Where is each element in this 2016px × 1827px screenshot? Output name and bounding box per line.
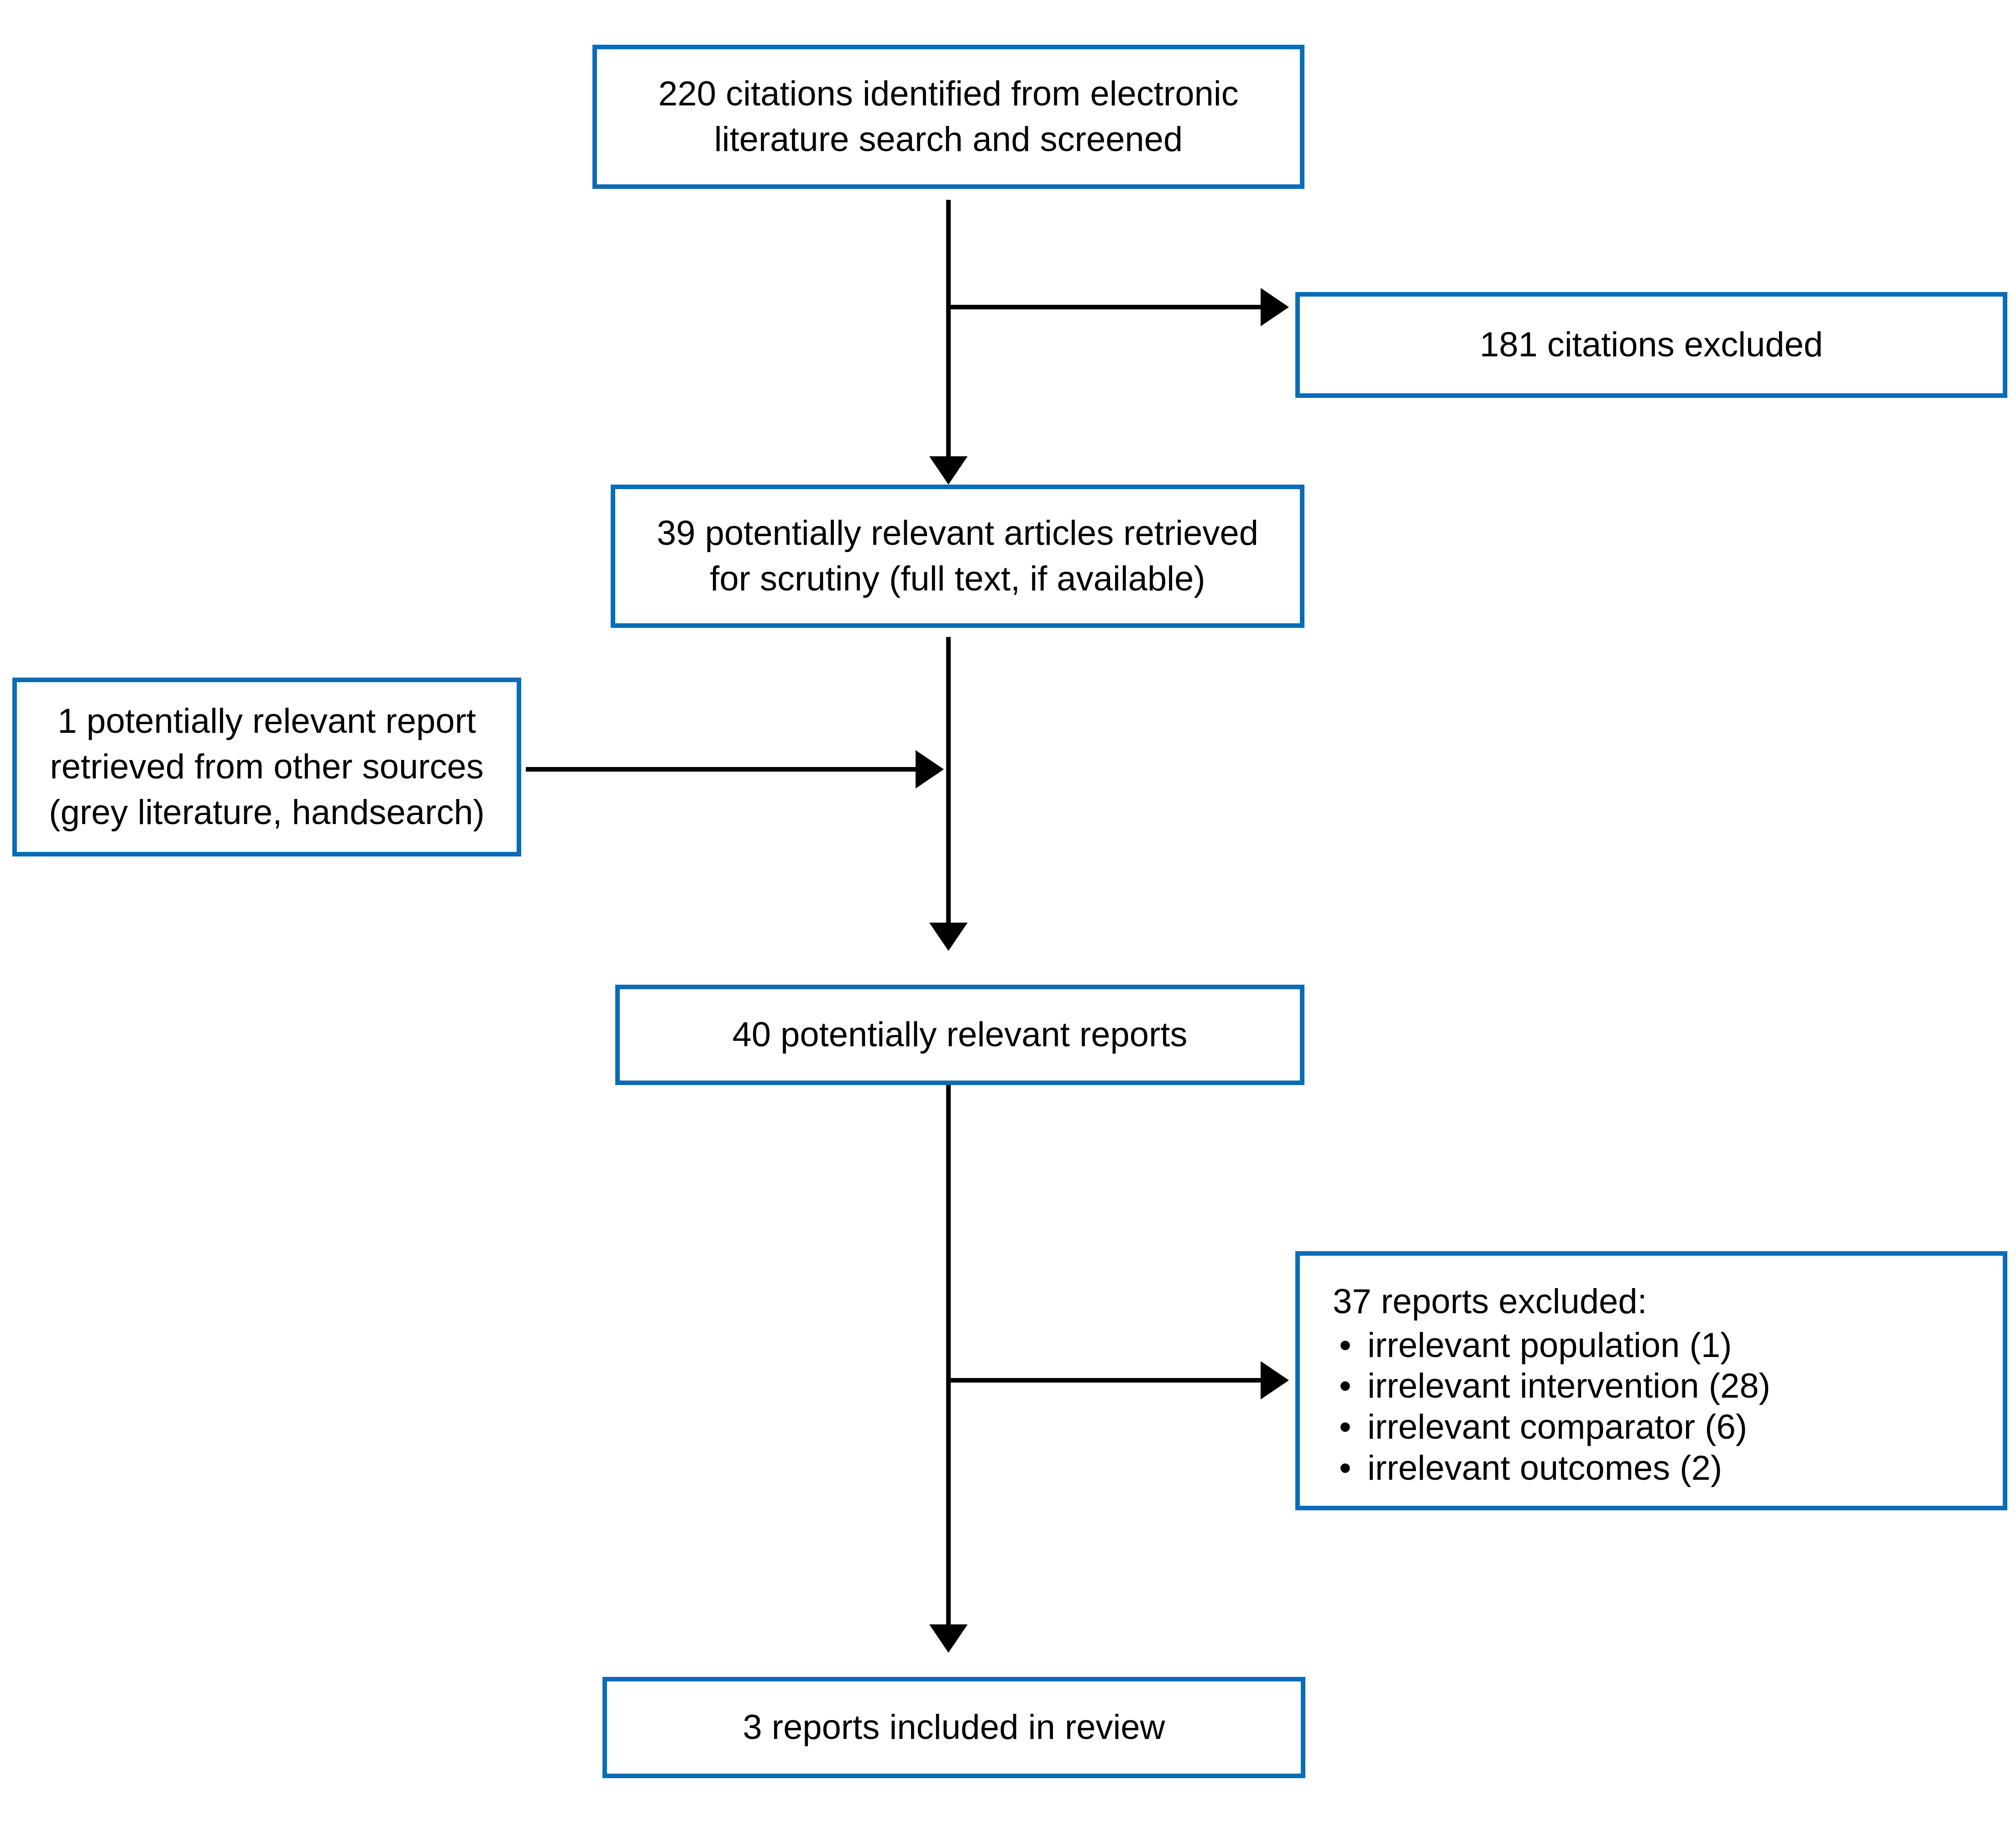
connector-relevant-to-included-line [946,1085,951,1633]
bullet-icon: • [1339,1408,1351,1447]
exclusion-reason-item: • irrelevant comparator (6) [1333,1407,2003,1448]
node-citations-identified[interactable]: 220 citations identified from electronic… [592,45,1304,189]
bullet-icon: • [1339,1448,1351,1488]
connector-identified-to-excluded-line [946,305,1266,309]
connector-retrieved-to-relevant-line [946,637,951,931]
node-potentially-relevant-reports-label: 40 potentially relevant reports [732,1015,1188,1054]
connector-retrieved-to-relevant-arrowhead [929,923,968,951]
exclusion-reason-item: • irrelevant outcomes (2) [1333,1448,2003,1489]
connector-identified-to-excluded-arrowhead [1261,288,1289,326]
connector-identified-to-retrieved-arrowhead [929,456,968,485]
node-other-sources[interactable]: 1 potentially relevant report retrieved … [12,678,521,856]
bullet-icon: • [1339,1326,1351,1365]
node-other-sources-label: 1 potentially relevant report retrieved … [49,701,485,832]
connector-other-sources-line [526,767,918,772]
exclusion-reason-item: • irrelevant population (1) [1333,1325,2003,1366]
connector-relevant-to-included-arrowhead [929,1624,968,1653]
node-citations-excluded-label: 181 citations excluded [1479,325,1823,364]
node-citations-identified-label: 220 citations identified from electronic… [658,74,1239,159]
node-reports-included[interactable]: 3 reports included in review [602,1677,1305,1778]
node-reports-included-label: 3 reports included in review [743,1707,1165,1747]
node-reports-excluded-list: • irrelevant population (1) • irrelevant… [1333,1325,2003,1489]
connector-other-sources-arrowhead [916,750,944,788]
exclusion-reason-label: irrelevant comparator (6) [1367,1408,1748,1447]
node-articles-retrieved[interactable]: 39 potentially relevant articles retriev… [611,485,1304,628]
node-potentially-relevant-reports[interactable]: 40 potentially relevant reports [615,985,1304,1085]
connector-relevant-to-excluded-line [946,1378,1266,1383]
node-reports-excluded-title: 37 reports excluded: [1333,1282,1647,1321]
exclusion-reason-label: irrelevant outcomes (2) [1367,1448,1723,1488]
bullet-icon: • [1339,1367,1351,1406]
node-reports-excluded[interactable]: 37 reports excluded: • irrelevant popula… [1295,1251,2007,1510]
exclusion-reason-item: • irrelevant intervention (28) [1333,1366,2003,1407]
exclusion-reason-label: irrelevant intervention (28) [1367,1367,1770,1406]
connector-relevant-to-excluded-arrowhead [1261,1361,1289,1399]
exclusion-reason-label: irrelevant population (1) [1367,1326,1732,1365]
connector-identified-to-retrieved-line [946,200,951,465]
node-articles-retrieved-label: 39 potentially relevant articles retriev… [656,513,1258,598]
node-citations-excluded[interactable]: 181 citations excluded [1295,292,2007,398]
